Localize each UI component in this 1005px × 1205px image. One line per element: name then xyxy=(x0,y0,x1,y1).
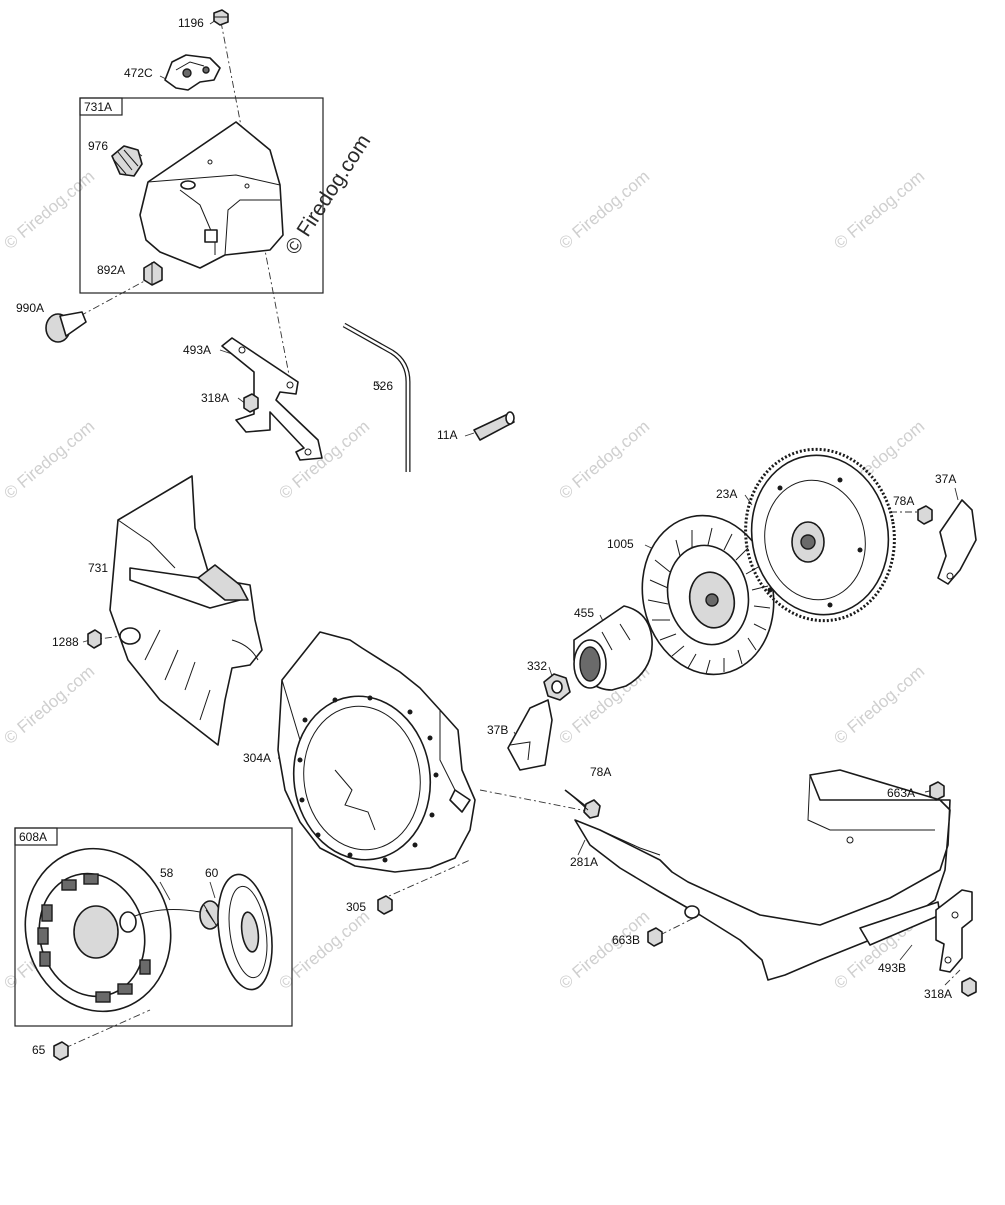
watermark: © Firedog.com xyxy=(555,907,653,993)
label-304A: 304A xyxy=(243,751,271,765)
label-976: 976 xyxy=(88,139,108,153)
part-332-nut xyxy=(543,673,571,701)
label-58: 58 xyxy=(160,866,174,880)
part-305-screw xyxy=(377,895,393,915)
part-281A-shroud xyxy=(574,769,951,981)
label-318A: 318A xyxy=(201,391,229,405)
group-frame xyxy=(14,827,293,1027)
label-65: 65 xyxy=(32,1043,46,1057)
part-78A-screw-top xyxy=(917,505,933,525)
part-37B-deflector xyxy=(507,699,553,771)
part-65-screw xyxy=(53,1041,69,1061)
watermark: © Firedog.com xyxy=(555,417,653,503)
label-663B: 663B xyxy=(612,933,640,947)
part-11A-tube xyxy=(473,411,515,441)
label-78A: 78A xyxy=(590,765,611,779)
label-332: 332 xyxy=(527,659,547,673)
label-731: 731 xyxy=(88,561,108,575)
part-1005-fan xyxy=(641,514,775,676)
group-label: 608A xyxy=(19,830,47,844)
part-608A-starter xyxy=(24,847,201,1013)
part-990A-knob xyxy=(45,311,87,343)
part-663A-screw xyxy=(929,781,945,801)
part-1196-screw xyxy=(213,9,229,26)
label-318A: 318A xyxy=(924,987,952,1001)
label-455: 455 xyxy=(574,606,594,620)
part-526-wire xyxy=(342,322,411,472)
part-663B-screw xyxy=(647,927,663,947)
part-472C-bracket xyxy=(164,54,221,91)
label-493B: 493B xyxy=(878,961,906,975)
label-305: 305 xyxy=(346,900,366,914)
part-labels: 1196 472C 976 892A 990A 493A 318A 526 11… xyxy=(16,16,956,1057)
part-318A-screw-bottom xyxy=(961,977,977,997)
part-731-housing xyxy=(109,475,263,746)
part-304A-shroud xyxy=(277,631,476,873)
watermark: © Firedog.com xyxy=(555,167,653,253)
label-23A: 23A xyxy=(716,487,737,501)
label-472C: 472C xyxy=(124,66,153,80)
label-37B: 37B xyxy=(487,723,508,737)
watermark: © Firedog.com xyxy=(830,167,928,253)
watermark: © Firedog.com xyxy=(0,167,98,253)
part-58-spring xyxy=(199,900,221,930)
part-892A-nut xyxy=(143,261,163,286)
label-493A: 493A xyxy=(183,343,211,357)
label-663A: 663A xyxy=(887,786,915,800)
label-1005: 1005 xyxy=(607,537,634,551)
group-608A: 608A xyxy=(14,827,293,1027)
part-455-cup xyxy=(573,605,653,691)
label-526: 526 xyxy=(373,379,393,393)
group-label: 731A xyxy=(84,100,112,114)
label-11A: 11A xyxy=(437,428,457,442)
watermark: © Firedog.com xyxy=(830,662,928,748)
label-281A: 281A xyxy=(570,855,598,869)
part-78A-screw-mid xyxy=(564,789,601,819)
part-60-pulley xyxy=(217,873,273,991)
label-892A: 892A xyxy=(97,263,125,277)
label-78A: 78A xyxy=(893,494,914,508)
label-37A: 37A xyxy=(935,472,956,486)
label-1288: 1288 xyxy=(52,635,79,649)
part-37A-deflector xyxy=(937,499,977,585)
part-23A-flywheel xyxy=(744,447,896,623)
part-493B-bracket xyxy=(859,889,973,973)
group-tag-box xyxy=(14,827,58,846)
label-60: 60 xyxy=(205,866,219,880)
group-731A: 731A xyxy=(79,97,324,294)
part-731A-cover xyxy=(139,121,284,269)
watermark: © Firedog.com xyxy=(0,662,98,748)
part-1288-nut xyxy=(87,629,102,649)
part-493A-bracket xyxy=(221,337,323,461)
label-990A: 990A xyxy=(16,301,44,315)
group-tag-box xyxy=(79,97,123,116)
label-1196: 1196 xyxy=(178,16,204,30)
watermark-prominent: © Firedog.com xyxy=(281,130,375,258)
part-976-knob xyxy=(111,145,143,177)
watermark: © Firedog.com xyxy=(275,907,373,993)
watermark: © Firedog.com xyxy=(0,417,98,503)
group-frame xyxy=(79,97,324,294)
part-318A-screw-top xyxy=(243,393,259,413)
